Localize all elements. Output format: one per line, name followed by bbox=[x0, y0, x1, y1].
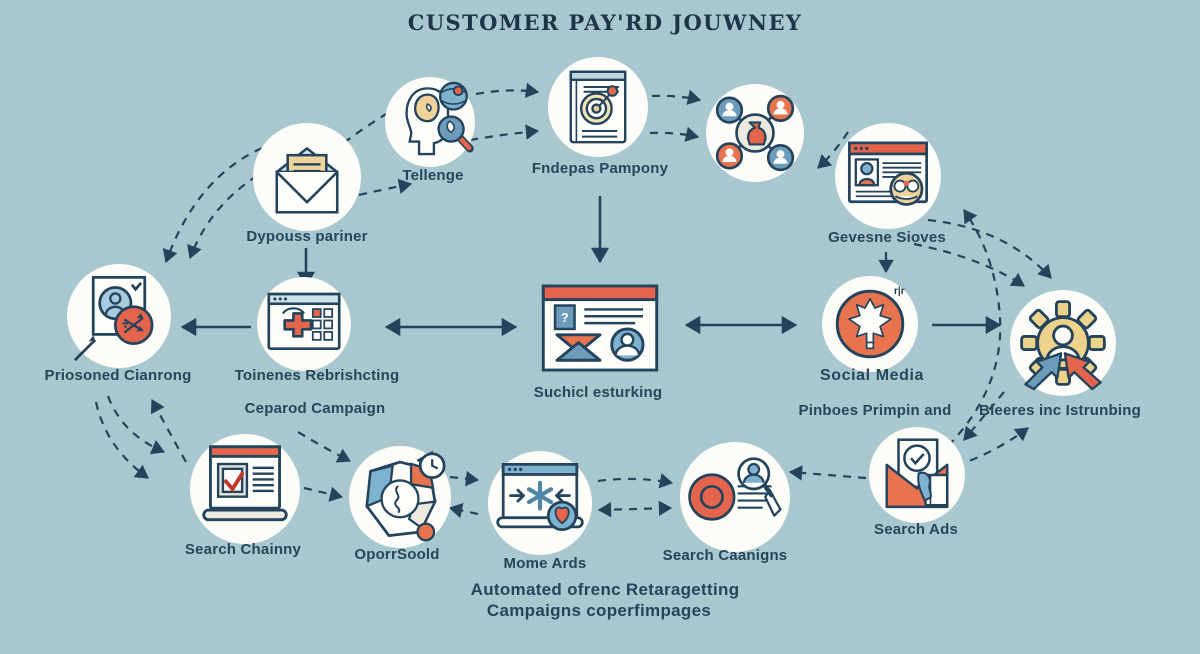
people-network-icon bbox=[715, 94, 795, 172]
node-email bbox=[253, 123, 361, 231]
laptop-checklist-icon bbox=[202, 445, 288, 522]
footer-line1: Automated ofrenc Retaragetting bbox=[470, 580, 740, 599]
label-priosoned: Priosoned Cianrong bbox=[44, 367, 192, 384]
node-oporrsoold bbox=[349, 446, 451, 548]
envelope-check-icon bbox=[885, 438, 949, 509]
node-mome-ards bbox=[488, 451, 592, 555]
label-bleeres: Bleeres inc Istrunbing bbox=[979, 402, 1141, 419]
funnel-browser-icon: ? bbox=[541, 284, 659, 372]
node-toinenes bbox=[257, 277, 351, 371]
label-email: Dypouss pariner bbox=[246, 228, 368, 245]
label-oporrsoold: OporrSoold bbox=[354, 546, 440, 563]
label-toinenes: Toinenes Rebrishcting bbox=[234, 367, 400, 384]
node-network bbox=[706, 84, 804, 182]
label-suchicl: Suchicl esturking bbox=[533, 384, 663, 401]
maple-leaf-icon bbox=[835, 289, 905, 359]
target-document-icon bbox=[569, 70, 627, 144]
search-review-icon bbox=[688, 457, 782, 521]
footer-line2: Campaigns coperfimpages bbox=[486, 601, 712, 620]
browser-asterisk-icon bbox=[496, 462, 584, 532]
node-tellenge bbox=[385, 77, 475, 167]
node-bleeres bbox=[1010, 290, 1116, 396]
node-search-ads bbox=[869, 427, 965, 523]
label-social: Social Media bbox=[819, 367, 925, 384]
label-fndepas: Fndepas Pampony bbox=[531, 160, 669, 177]
label-search-caanigns: Search Caanigns bbox=[662, 547, 788, 564]
label-social-sub: Pinboes Primpin and bbox=[798, 402, 952, 419]
envelope-icon bbox=[275, 147, 339, 214]
node-priosoned bbox=[67, 264, 171, 368]
gear-person-icon bbox=[1020, 300, 1106, 391]
node-gevesne bbox=[835, 123, 941, 229]
node-suchicl: ? bbox=[541, 284, 659, 372]
label-search-chainny: Search Chainny bbox=[184, 541, 302, 558]
label-search-ads: Search Ads bbox=[874, 521, 958, 538]
social-corner-mark: r|r bbox=[894, 286, 905, 297]
profile-card-shuffle-icon bbox=[73, 275, 154, 362]
svg-text:?: ? bbox=[561, 310, 569, 325]
node-fndepas bbox=[548, 57, 648, 157]
map-clock-icon bbox=[365, 450, 446, 542]
medical-browser-icon bbox=[267, 292, 341, 350]
head-search-icon bbox=[405, 81, 474, 156]
label-gevesne: Gevesne Sioves bbox=[828, 229, 946, 246]
profile-page-icon bbox=[847, 141, 929, 206]
label-toinenes-sub: Ceparod Campaign bbox=[244, 400, 386, 417]
node-search-caanigns bbox=[680, 442, 790, 552]
node-search-chainny bbox=[190, 434, 300, 544]
label-mome-ards: Mome Ards bbox=[503, 555, 587, 572]
label-tellenge: Tellenge bbox=[402, 167, 464, 184]
diagram-title: CUSTOMER PAY'RD JOUWNEY bbox=[407, 10, 803, 35]
node-social bbox=[822, 276, 918, 372]
